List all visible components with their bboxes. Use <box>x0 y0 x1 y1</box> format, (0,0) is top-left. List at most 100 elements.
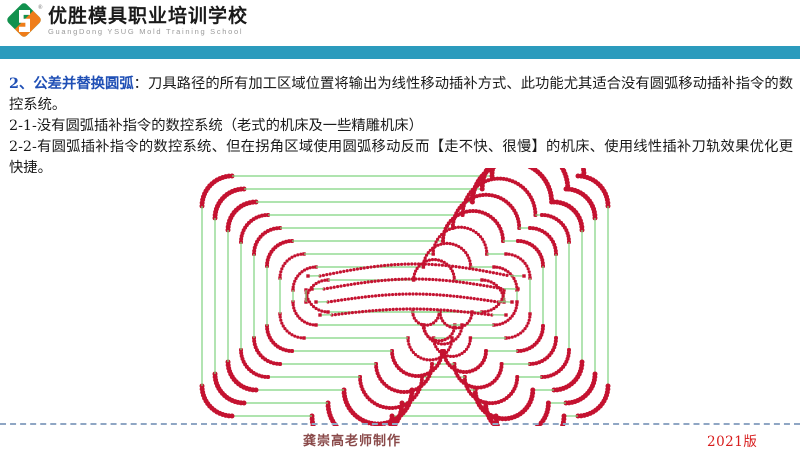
toolpath-arc-dot <box>290 255 294 259</box>
toolpath-arc-dot <box>451 279 455 283</box>
toolpath-arc-dot <box>366 265 370 270</box>
toolpath-arc-dot <box>352 268 356 272</box>
toolpath-arc-dot <box>353 282 357 286</box>
toolpath-arc-dot <box>448 325 452 329</box>
toolpath-arc-dot <box>429 365 434 370</box>
toolpath-arc-dot <box>494 305 499 309</box>
toolpath-arc-dot <box>448 345 452 349</box>
toolpath-arc-dot <box>487 401 492 406</box>
toolpath-arc-dot <box>340 298 344 302</box>
toolpath-arc-dot <box>350 296 354 301</box>
toolpath-arc-dot <box>359 266 363 271</box>
toolpath-arc-dot <box>325 286 329 291</box>
toolpath-arc-dot <box>515 216 520 221</box>
toolpath-arc-dot <box>422 372 427 377</box>
toolpath-arc-dot <box>505 273 509 277</box>
toolpath-arc-dot <box>372 265 376 269</box>
registered-mark: ® <box>38 5 43 11</box>
toolpath-arc-dot <box>384 405 389 410</box>
toolpath-arc-dot <box>396 405 401 410</box>
toolpath-arc-dot <box>268 227 273 232</box>
toolpath-arc-dot <box>291 285 295 289</box>
toolpath-arc-dot <box>366 280 370 284</box>
toolpath-arc-dot <box>492 281 496 286</box>
toolpath-arc-dot <box>483 310 487 314</box>
toolpath-arc-dot <box>411 313 415 317</box>
toolpath-arc-dot <box>469 296 473 300</box>
toolpath-arc-dot <box>484 192 488 197</box>
toolpath-arc-dot <box>443 321 447 325</box>
toolpath-arc-dot <box>300 270 304 274</box>
toolpath-arc-dot <box>452 275 456 279</box>
toolpath-arc-dot <box>358 381 363 386</box>
toolpath-arc-dot <box>418 292 422 296</box>
toolpath-arc-dot <box>430 262 434 267</box>
toolpath-arc-dot <box>500 297 504 301</box>
footer-version: 2021版 <box>707 434 758 450</box>
toolpath-arc-dot <box>280 267 284 271</box>
toolpath-arc-dot <box>483 278 487 282</box>
toolpath-arc-dot <box>376 279 380 283</box>
toolpath-arc-dot <box>346 297 350 301</box>
toolpath-arc-dot <box>434 357 438 361</box>
toolpath-arc-dot <box>492 285 496 289</box>
toolpath-arc-dot <box>489 285 493 289</box>
toolpath-arc-dot <box>431 321 436 325</box>
toolpath-arc-dot <box>432 307 436 312</box>
toolpath-arc-dot <box>499 286 503 291</box>
toolpath-arc-dot <box>519 257 523 261</box>
toolpath-arc-dot <box>306 297 310 301</box>
toolpath-arc-dot <box>567 348 571 352</box>
toolpath-arc-dot <box>437 263 441 267</box>
toolpath-arc-dot <box>442 353 447 357</box>
toolpath-arc-dot <box>431 339 435 343</box>
toolpath-arc-dot <box>292 306 296 310</box>
toolpath-arc-dot <box>523 261 527 265</box>
toolpath-arc-dot <box>421 265 425 269</box>
toolpath-node <box>452 362 457 366</box>
toolpath-arc-dot <box>500 232 505 237</box>
toolpath-arc-dot <box>484 246 488 250</box>
toolpath-arc-dot <box>534 361 539 366</box>
toolpath-arc-dot <box>384 308 388 312</box>
toolpath-arc-dot <box>463 310 467 314</box>
toolpath-arc-dot <box>417 277 421 281</box>
toolpath-arc-dot <box>464 251 468 255</box>
toolpath-arc-dot <box>457 265 461 269</box>
toolpath-arc-dot <box>359 281 363 285</box>
toolpath-arc-dot <box>482 283 486 288</box>
toolpath-arc-dot <box>436 258 441 262</box>
toolpath-arc-dot <box>462 248 466 252</box>
toolpath-arc-dot <box>485 284 489 288</box>
toolpath-arc-dot <box>493 400 498 405</box>
toolpath-arc-dot <box>293 279 297 283</box>
toolpath-arc-dot <box>451 242 455 246</box>
toolpath-arc-dot <box>521 329 525 333</box>
toolpath-arc-dot <box>290 333 294 337</box>
toolpath-arc-dot <box>448 294 452 298</box>
toolpath-arc-dot <box>424 253 429 257</box>
toolpath-arc-dot <box>498 176 503 181</box>
toolpath-arc-dot <box>323 310 327 314</box>
toolpath-arc-dot <box>513 254 517 258</box>
toolpath-arc-dot <box>479 385 484 390</box>
toolpath-arc-dot <box>259 213 264 218</box>
toolpath-arc-dot <box>458 280 462 284</box>
toolpath-arc-dot <box>435 347 440 351</box>
toolpath-arc-dot <box>342 283 346 288</box>
toolpath-arc-dot <box>396 262 400 267</box>
toolpath-arc-dot <box>416 373 421 378</box>
toolpath-arc-dot <box>399 404 404 409</box>
toolpath-arc-dot <box>408 307 412 311</box>
toolpath-arc-dot <box>468 336 472 340</box>
footer-author: 龚崇高老师制作 <box>303 434 402 449</box>
toolpath-arc-dot <box>364 309 368 313</box>
toolpath-arc-dot <box>499 229 504 234</box>
toolpath-arc-dot <box>475 282 479 287</box>
toolpath-arc-dot <box>472 296 476 301</box>
toolpath-arc-dot <box>285 329 289 333</box>
toolpath-arc-dot <box>395 389 400 394</box>
toolpath-arc-dot <box>541 324 545 328</box>
toolpath-arc-dot <box>446 341 450 346</box>
toolpath-arc-dot <box>286 348 291 353</box>
